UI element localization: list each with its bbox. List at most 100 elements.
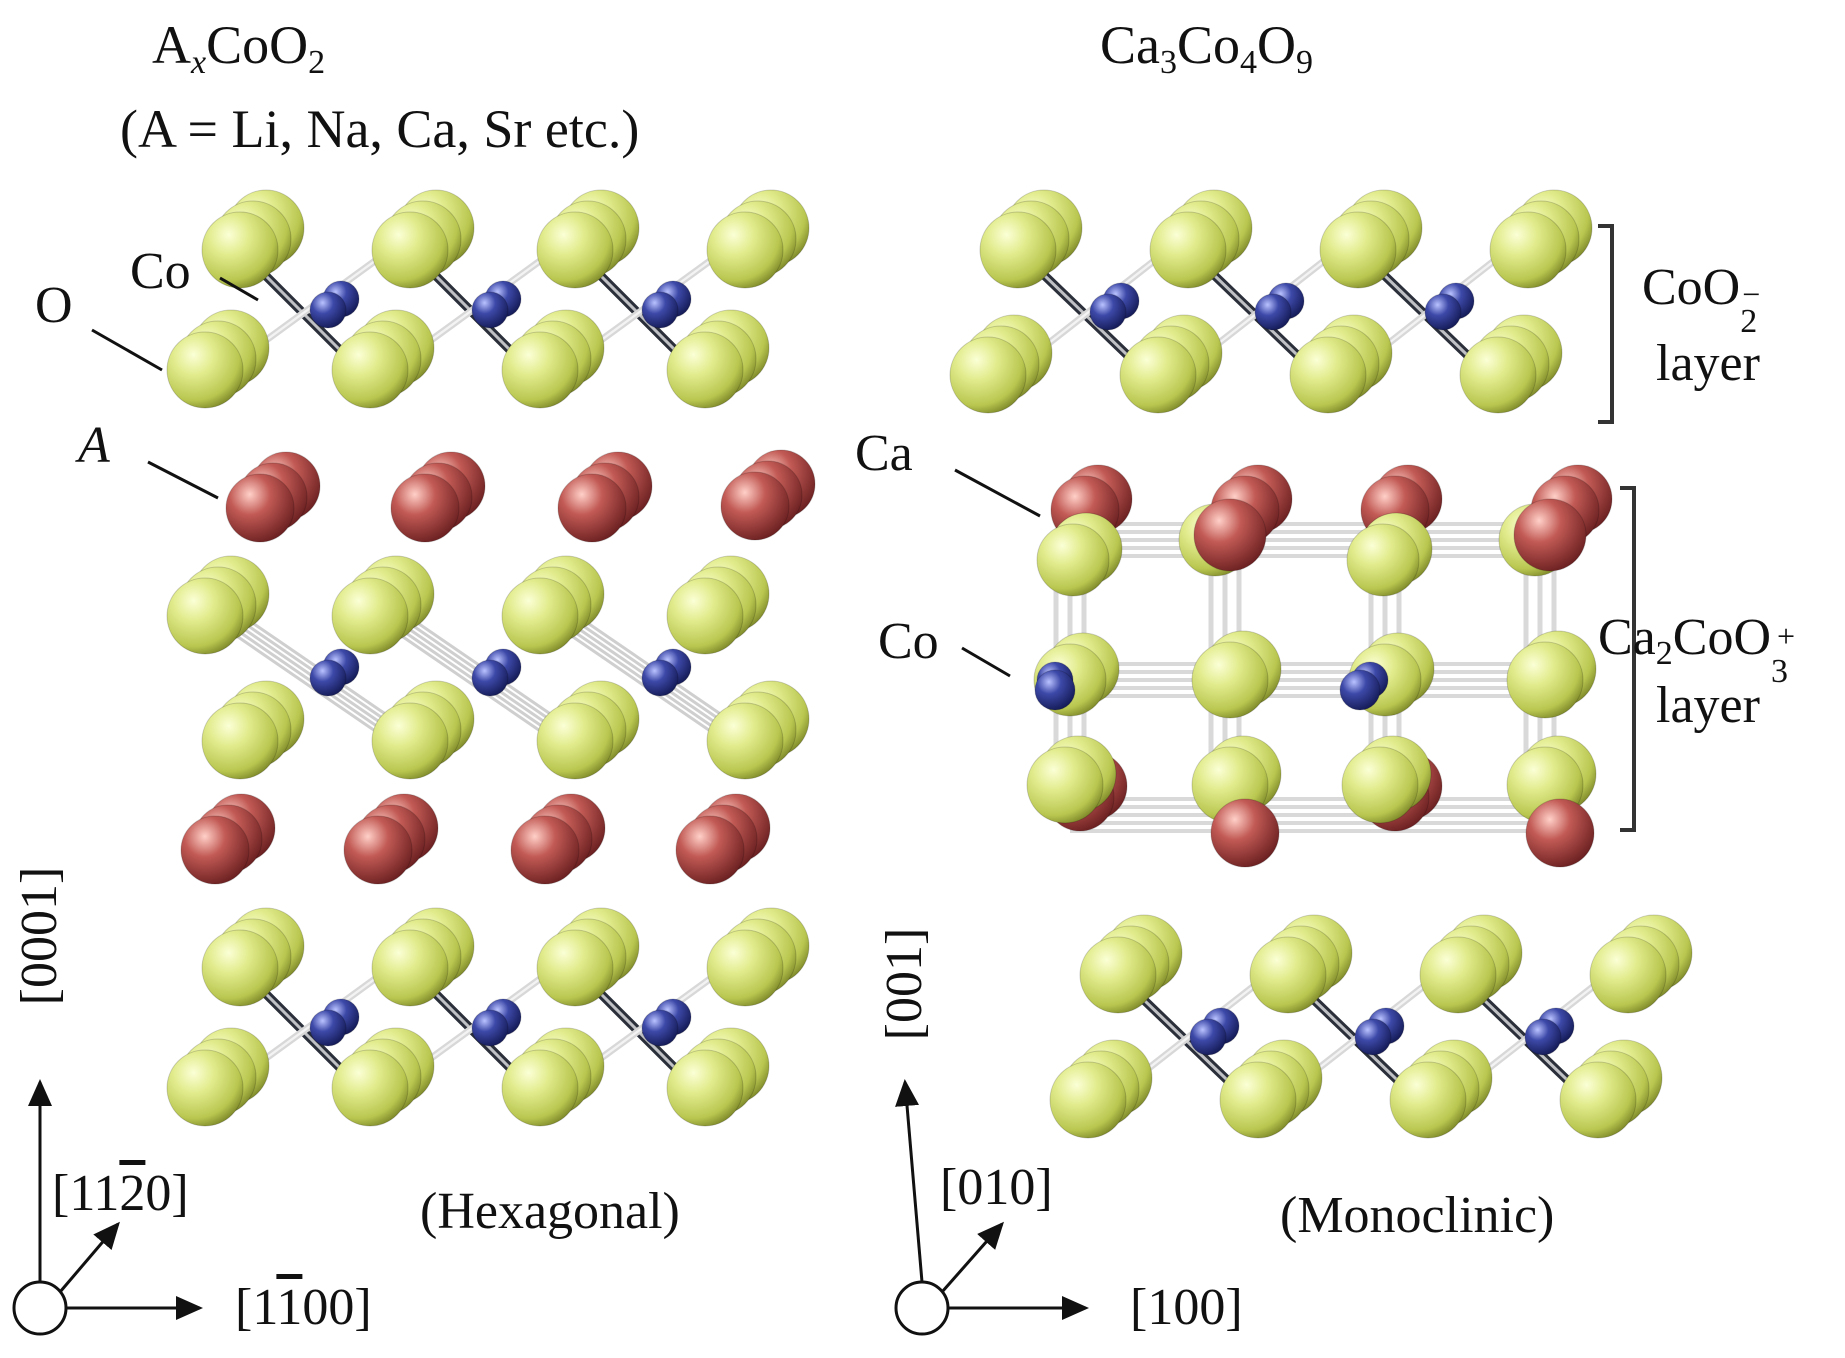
- oxygen-atom: [331, 331, 409, 409]
- oxygen-atom: [201, 929, 279, 1007]
- cobalt-atom: [309, 659, 347, 697]
- oxygen-atom: [201, 702, 279, 780]
- cobalt-atom: [641, 659, 679, 697]
- oxygen-atom: [1149, 211, 1227, 289]
- oxygen-atom: [666, 1049, 744, 1127]
- axis-arrows: [12, 1079, 1089, 1336]
- oxygen-atom: [166, 331, 244, 409]
- cobalt-atom: [1354, 1018, 1392, 1056]
- oxygen-atom: [1036, 523, 1110, 597]
- oxygen-atom: [501, 331, 579, 409]
- oxygen-atom: [706, 211, 784, 289]
- oxygen-atom: [1419, 936, 1497, 1014]
- a-site-atom: [225, 473, 295, 543]
- oxygen-atom: [949, 336, 1027, 414]
- oxygen-atom: [501, 577, 579, 655]
- oxygen-atom: [706, 702, 784, 780]
- label-ca-right: Ca: [855, 425, 913, 482]
- coo2-layer-bracket: [1598, 224, 1614, 424]
- cobalt-atom: [471, 1009, 509, 1047]
- left-axis-diagonal-arrow: [58, 1221, 120, 1293]
- oxygen-atom: [1049, 1061, 1127, 1139]
- a-site-atom: [510, 815, 580, 885]
- oxygen-atom: [1341, 746, 1419, 824]
- oxygen-atom: [371, 702, 449, 780]
- oxygen-atom: [1249, 936, 1327, 1014]
- oxygen-atom: [1346, 523, 1420, 597]
- oxygen-atom: [979, 211, 1057, 289]
- oxygen-atom: [371, 211, 449, 289]
- oxygen-atom: [536, 702, 614, 780]
- oxygen-atom: [501, 1049, 579, 1127]
- left-subtitle: (A = Li, Na, Ca, Sr etc.): [120, 99, 640, 159]
- a-site-atom: [557, 473, 627, 543]
- ca-atom: [1193, 498, 1267, 572]
- oxygen-atom: [536, 211, 614, 289]
- cobalt-atom: [471, 291, 509, 329]
- leader-line: [961, 646, 1011, 678]
- right-axis-origin-circle: [894, 1280, 950, 1336]
- coo2-layer-word: layer: [1656, 335, 1760, 392]
- cobalt-atom: [471, 659, 509, 697]
- axis-label-010: [010]: [940, 1159, 1053, 1216]
- oxygen-atom: [1119, 336, 1197, 414]
- cobalt-atom: [309, 291, 347, 329]
- cobalt-atom: [1424, 293, 1462, 331]
- right-title: Ca3Co4O9: [1100, 15, 1314, 81]
- left-axis-origin-circle: [12, 1280, 68, 1336]
- oxygen-atom: [166, 577, 244, 655]
- leader-line: [91, 328, 163, 372]
- oxygen-atom: [331, 1049, 409, 1127]
- label-a-left: A: [78, 417, 110, 474]
- ca-atom: [1525, 798, 1595, 868]
- oxygen-atom: [1489, 211, 1567, 289]
- cobalt-atom: [1034, 669, 1076, 711]
- label-o-left: O: [35, 277, 73, 334]
- oxygen-atom: [666, 577, 744, 655]
- oxygen-atom: [1506, 641, 1584, 719]
- oxygen-atom: [1289, 336, 1367, 414]
- a-site-atom: [390, 473, 460, 543]
- coo2-layer-name: CoO−2: [1642, 259, 1761, 340]
- oxygen-atom: [1589, 936, 1667, 1014]
- cobalt-atom: [309, 1009, 347, 1047]
- oxygen-atom: [1319, 211, 1397, 289]
- leader-line: [147, 460, 219, 500]
- atom-spheres: [166, 189, 1693, 1139]
- oxygen-atom: [166, 1049, 244, 1127]
- cobalt-atom: [1339, 669, 1381, 711]
- monoclinic-label: (Monoclinic): [1280, 1187, 1555, 1244]
- oxygen-atom: [201, 211, 279, 289]
- axis-label-1-100: [1100]: [235, 1279, 372, 1336]
- a-site-atom: [720, 471, 790, 541]
- oxygen-atom: [1079, 936, 1157, 1014]
- label-co-left: Co: [130, 243, 191, 300]
- leader-line: [219, 276, 259, 302]
- oxygen-atom: [1191, 641, 1269, 719]
- leader-line: [954, 468, 1041, 518]
- oxygen-atom: [1026, 746, 1104, 824]
- right-axis-diagonal-arrow: [940, 1221, 1004, 1293]
- axis-label-100: [100]: [1130, 1279, 1243, 1336]
- leader-lines: [91, 224, 1636, 832]
- ca2coo3-layer-name: Ca2CoO+3: [1598, 609, 1796, 690]
- cobalt-atom: [1189, 1018, 1227, 1056]
- oxygen-atom: [371, 929, 449, 1007]
- a-site-atom: [675, 815, 745, 885]
- axis-label-001: [001]: [876, 927, 933, 1041]
- a-site-atom: [180, 815, 250, 885]
- cobalt-atom: [641, 1009, 679, 1047]
- axis-label-11-20: [1120]: [52, 1165, 189, 1222]
- ca2coo3-layer-bracket: [1620, 486, 1636, 832]
- oxygen-atom: [1389, 1061, 1467, 1139]
- oxygen-atom: [536, 929, 614, 1007]
- a-site-atom: [343, 815, 413, 885]
- cobalt-atom: [641, 291, 679, 329]
- oxygen-atom: [666, 331, 744, 409]
- hexagonal-label: (Hexagonal): [420, 1183, 680, 1240]
- oxygen-atom: [1459, 336, 1537, 414]
- cobalt-atom: [1254, 293, 1292, 331]
- ca-atom: [1210, 798, 1280, 868]
